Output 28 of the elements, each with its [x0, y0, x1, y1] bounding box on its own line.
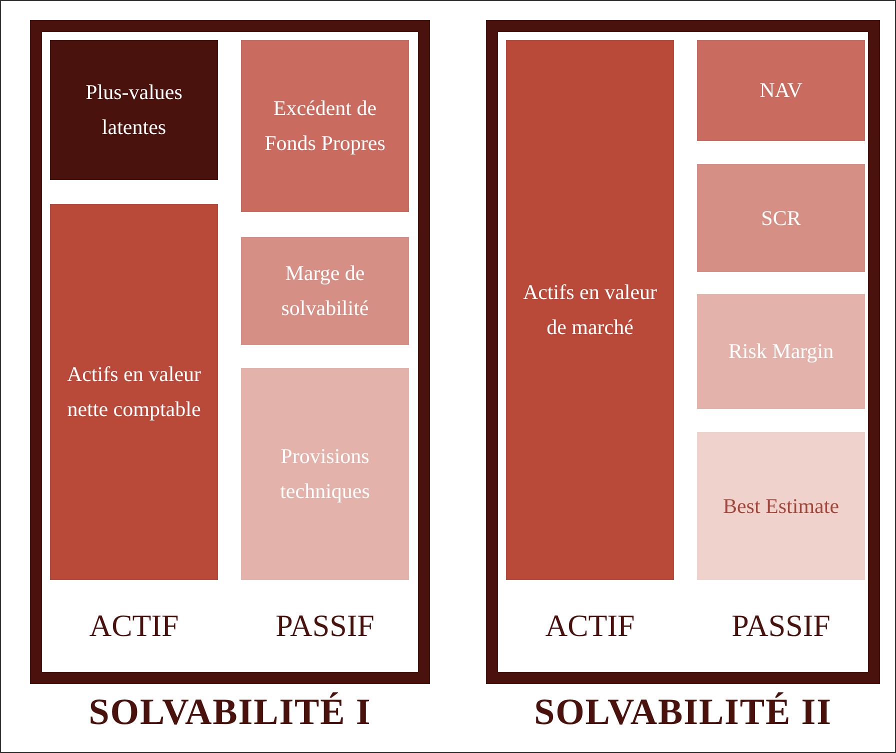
balance-sheet-block	[50, 40, 218, 180]
column-label: PASSIF	[274, 610, 376, 641]
balance-sheet-block	[506, 40, 674, 580]
block-label: SCR	[761, 204, 801, 232]
balance-sheet-block	[697, 164, 865, 272]
block-label: Excédent de Fonds Propres	[264, 95, 386, 157]
balance-sheet-frame	[486, 20, 880, 684]
block-label: Risk Margin	[728, 338, 834, 365]
balance-sheet-block	[697, 294, 865, 409]
block-label: Plus-values latentes	[84, 79, 184, 141]
block-label: Best Estimate	[722, 492, 840, 520]
block-label: Provisions techniques	[279, 443, 371, 505]
column-label: PASSIF	[730, 610, 832, 641]
block-label: NAV	[760, 77, 802, 104]
balance-sheet-block	[50, 204, 218, 580]
block-label: Marge de solvabilité	[280, 260, 370, 322]
balance-sheet-block	[241, 237, 409, 345]
balance-sheet-block	[241, 40, 409, 212]
panel-title: SOLVABILITÉ II	[533, 694, 833, 731]
balance-sheet-block	[697, 40, 865, 141]
balance-sheet-frame	[30, 20, 430, 684]
block-label: Actifs en valeur nette comptable	[66, 361, 202, 423]
panel-title: SOLVABILITÉ I	[88, 694, 372, 731]
balance-sheet-block	[241, 368, 409, 580]
column-label: ACTIF	[88, 610, 180, 641]
block-label: Actifs en valeur de marché	[522, 279, 658, 341]
column-label: ACTIF	[544, 610, 636, 641]
balance-sheet-block	[697, 432, 865, 580]
